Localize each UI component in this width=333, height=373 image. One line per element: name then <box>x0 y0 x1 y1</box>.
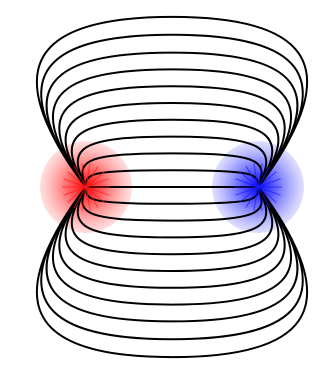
dipole-field-diagram <box>0 0 333 373</box>
field-lines-canvas <box>0 0 333 373</box>
